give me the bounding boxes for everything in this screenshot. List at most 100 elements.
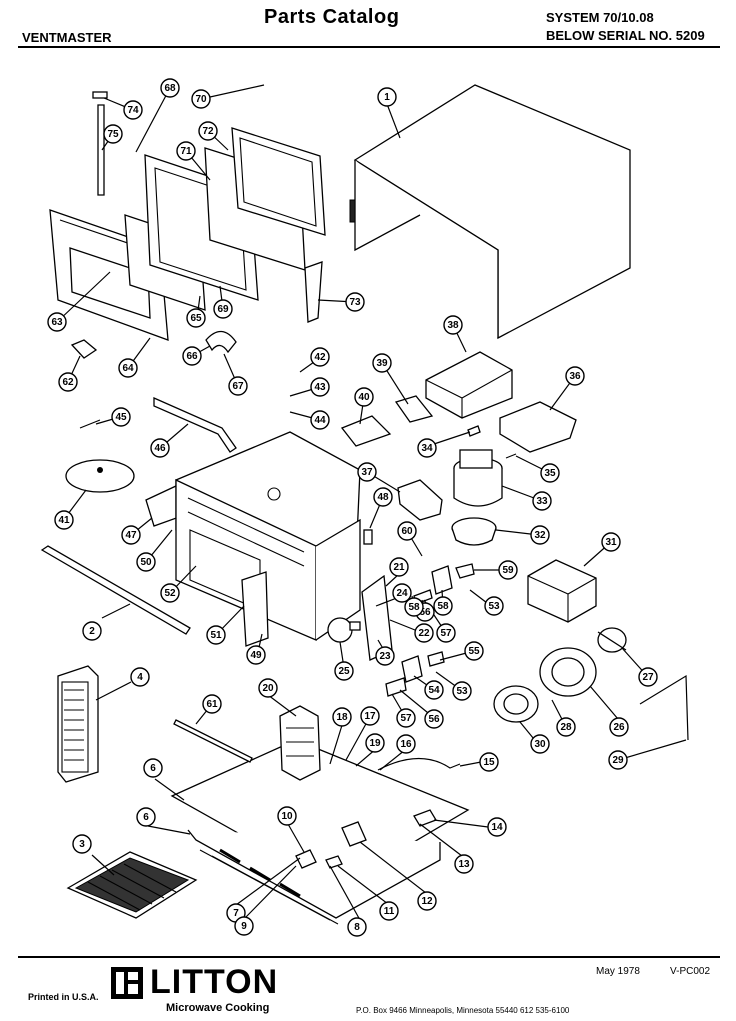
callout-number: 23 (379, 651, 391, 662)
callout-53: 53 (484, 596, 504, 616)
catalog-title: Parts Catalog (264, 6, 400, 28)
callout-number: 59 (502, 565, 514, 576)
callout-number: 57 (440, 628, 452, 639)
hinge-pin-drawing (92, 91, 108, 99)
callout-number: 75 (107, 129, 119, 140)
callout-number: 16 (400, 739, 412, 750)
callout-number: 60 (401, 526, 413, 537)
bracket-drawing-11 (325, 855, 343, 869)
callout-number: 41 (58, 515, 70, 526)
callout-44: 44 (310, 410, 330, 430)
callout-41: 41 (54, 510, 74, 530)
blower-drawing (493, 627, 627, 723)
callout-9: 9 (234, 916, 254, 936)
callout-number: 53 (488, 601, 500, 612)
callout-number: 30 (534, 739, 546, 750)
callout-15: 15 (479, 752, 499, 772)
system-number: SYSTEM 70/10.08 (546, 10, 654, 25)
callout-number: 51 (210, 630, 222, 641)
brand-name: VENTMASTER (22, 30, 112, 45)
company-address: P.O. Box 9466 Minneapolis, Minnesota 554… (356, 1006, 570, 1015)
callout-36: 36 (565, 366, 585, 386)
terminal-strip-drawing (340, 415, 392, 447)
callout-number: 38 (447, 320, 459, 331)
power-cord-drawing (377, 757, 461, 771)
callout-number: 72 (202, 126, 214, 137)
callout-49: 49 (246, 645, 266, 665)
relay-block-drawing (279, 705, 321, 781)
callout-number: 35 (544, 468, 556, 479)
callout-number: 55 (468, 646, 480, 657)
callout-26: 26 (609, 717, 629, 737)
callout-71: 71 (176, 141, 196, 161)
callout-6: 6 (143, 758, 163, 778)
callout-2: 2 (82, 621, 102, 641)
latch-drawing (70, 339, 98, 359)
callout-number: 42 (314, 352, 326, 363)
callout-number: 31 (605, 537, 617, 548)
callout-22: 22 (414, 623, 434, 643)
callout-17: 17 (360, 706, 380, 726)
grease-filter-drawing (66, 851, 198, 919)
callout-6: 6 (136, 807, 156, 827)
callout-number: 27 (642, 672, 654, 683)
callout-number: 37 (361, 467, 373, 478)
callout-number: 33 (536, 496, 548, 507)
callout-number: 18 (336, 712, 348, 723)
callout-58: 58 (433, 596, 453, 616)
callout-number: 58 (437, 601, 449, 612)
callout-28: 28 (556, 717, 576, 737)
stirrer-drawing (65, 459, 135, 493)
callout-number: 53 (456, 686, 468, 697)
callout-number: 64 (122, 363, 134, 374)
callout-64: 64 (118, 358, 138, 378)
callout-68: 68 (160, 78, 180, 98)
callout-4: 4 (130, 667, 150, 687)
interlock-bracket-drawing (397, 479, 443, 521)
magnetron-bracket-drawing (425, 351, 513, 419)
part-drawings (40, 84, 689, 925)
callout-number: 9 (241, 921, 247, 932)
base-plate-drawing (170, 739, 470, 925)
callout-39: 39 (372, 353, 392, 373)
cover-box-drawing (527, 559, 597, 623)
callout-27: 27 (638, 667, 658, 687)
callout-number: 6 (143, 812, 149, 823)
callout-number: 56 (428, 714, 440, 725)
callout-52: 52 (160, 583, 180, 603)
capacitor-drawing (451, 517, 497, 546)
callout-number: 58 (408, 602, 420, 613)
callout-number: 15 (483, 757, 495, 768)
fan-bracket-drawing (499, 401, 577, 453)
block-drawing (363, 529, 373, 545)
callout-number: 19 (369, 738, 381, 749)
callout-number: 44 (314, 415, 326, 426)
callout-number: 62 (62, 377, 74, 388)
callout-55: 55 (464, 641, 484, 661)
callout-12: 12 (417, 891, 437, 911)
callout-33: 33 (532, 491, 552, 511)
clip-drawing (467, 425, 481, 437)
callout-number: 48 (377, 492, 389, 503)
callout-number: 52 (164, 588, 176, 599)
callout-number: 71 (180, 146, 192, 157)
screw-drawing (79, 419, 101, 429)
callout-number: 4 (137, 672, 143, 683)
callout-21: 21 (389, 557, 409, 577)
callout-number: 67 (232, 381, 244, 392)
callout-13: 13 (454, 854, 474, 874)
door-rod-drawing (97, 104, 105, 196)
callout-1: 1 (377, 87, 397, 107)
callout-number: 49 (250, 650, 262, 661)
callout-number: 56 (419, 607, 431, 618)
header-rule (18, 46, 720, 48)
callout-69: 69 (213, 299, 233, 319)
outer-cabinet-drawing (349, 84, 631, 340)
callout-number: 1 (384, 92, 390, 103)
rod-drawing (173, 719, 253, 763)
callout-62: 62 (58, 372, 78, 392)
callout-50: 50 (136, 552, 156, 572)
callout-number: 32 (534, 530, 546, 541)
callout-29: 29 (608, 750, 628, 770)
callout-48: 48 (373, 487, 393, 507)
